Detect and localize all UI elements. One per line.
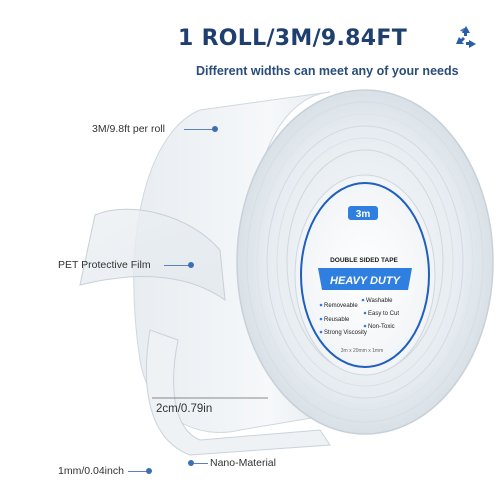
callout-material-dot [188,460,194,466]
callout-film: PET Protective Film [58,259,151,271]
label-footer: 3m x 20mm x 1mm [341,348,384,354]
label-title: DOUBLE SIDED TAPE [330,257,398,264]
protective-film [79,208,226,302]
heavy-duty-banner [318,268,412,290]
feature-item: Easy to Cut [368,311,399,317]
callout-length-dot [212,126,218,132]
tape-label-border [300,182,430,368]
feature-list-left: Removeable Reusable Strong Viscosity [324,303,367,336]
subheadline: Different widths can meet any of your ne… [196,64,459,78]
brand-badge-text: 3m [356,209,371,220]
callout-film-dot [188,262,194,268]
heavy-duty-text: HEAVY DUTY [330,275,402,287]
feature-list-right: Washable Easy to Cut Non-Toxic [366,298,399,330]
headline-title: 1 ROLL/3M/9.84FT [178,26,408,51]
feature-item: Washable [366,298,393,304]
feature-item: Removeable [324,303,358,309]
callout-length-line [184,129,214,130]
callout-thickness: 1mm/0.04inch [58,465,124,477]
brand-badge [348,206,378,220]
recycle-icon [456,26,476,48]
callout-width: 2cm/0.79in [156,403,213,415]
feature-item: Strong Viscosity [324,330,367,336]
tape-strip [145,329,331,456]
callout-material: Nano-Material [210,457,276,469]
feature-item: Reusable [324,317,350,323]
callout-thickness-dot [146,468,152,474]
callout-thickness-line [128,471,148,472]
feature-item: Non-Toxic [368,324,395,330]
callout-length: 3M/9.8ft per roll [92,123,165,135]
callout-material-line [194,463,208,464]
callout-film-line [164,265,190,266]
